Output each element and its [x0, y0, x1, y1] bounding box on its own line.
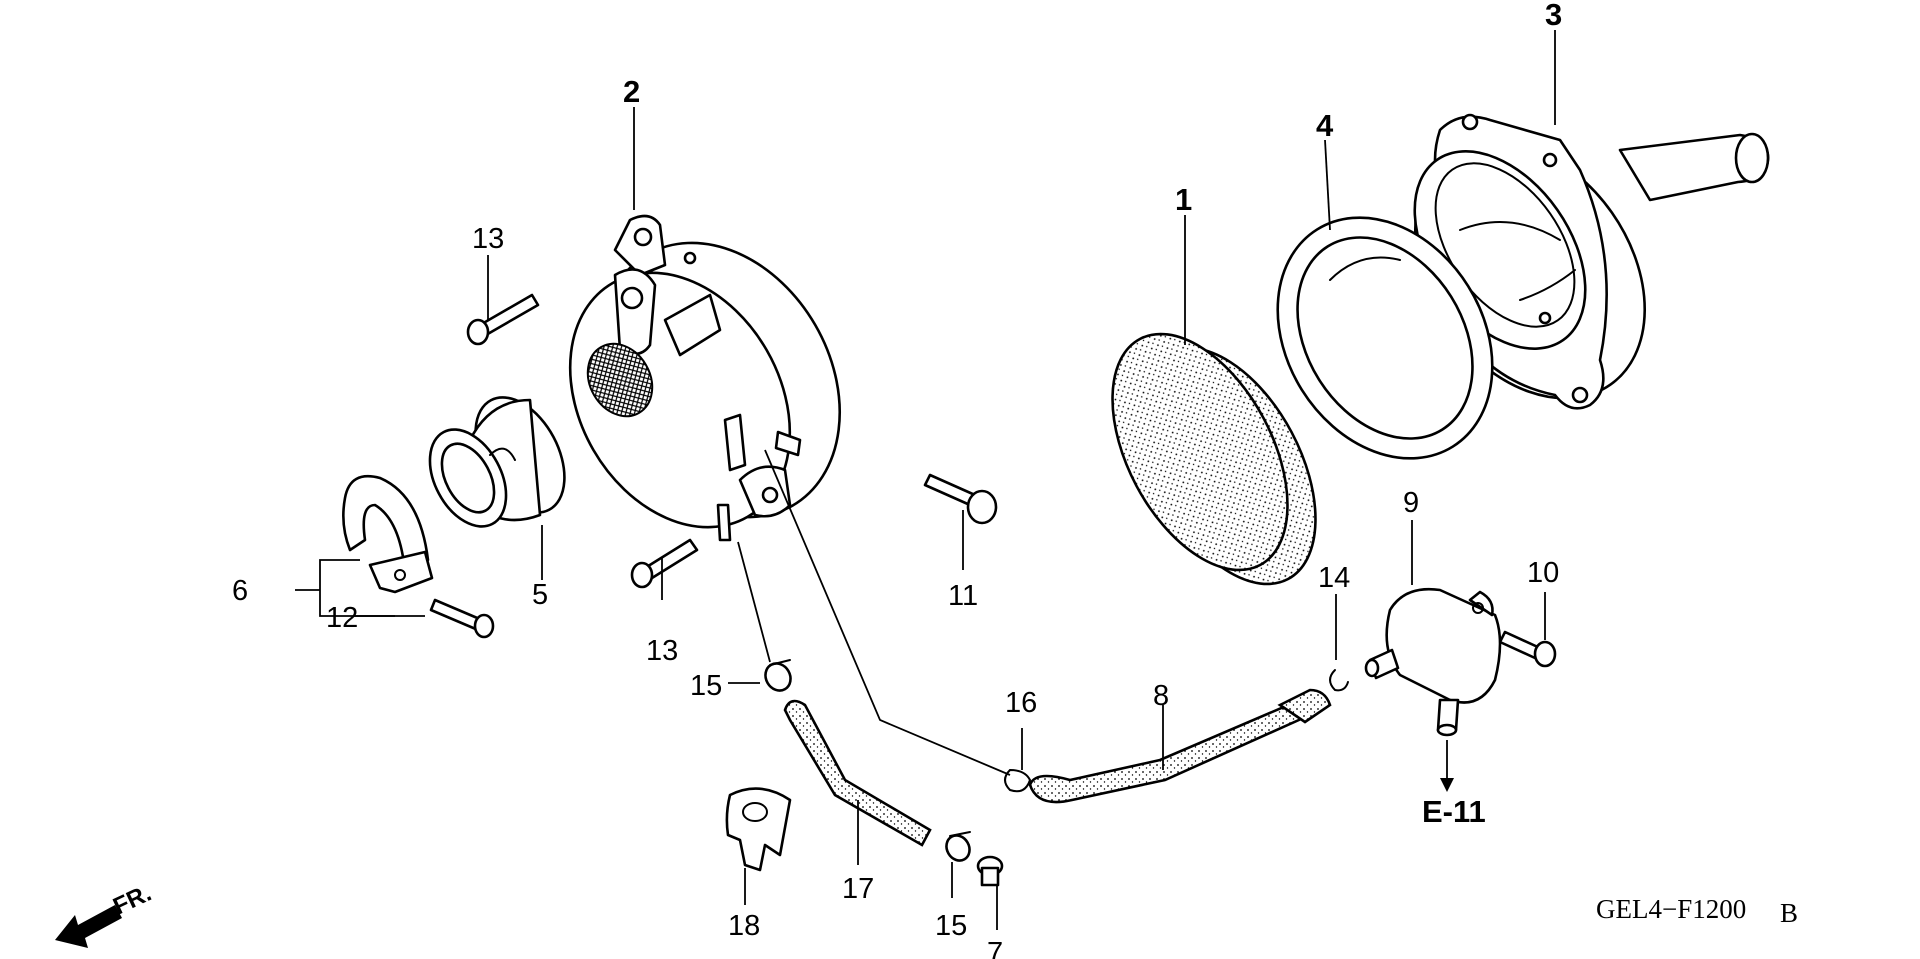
label-part-13-lower: 13: [646, 635, 678, 667]
clip-14: [1329, 669, 1349, 692]
diagram-code-text: GEL4−F1200: [1596, 894, 1746, 924]
label-part-7: 7: [987, 937, 1003, 959]
diagram-code-suffix: B: [1780, 898, 1798, 928]
clip-16: [1004, 768, 1032, 793]
tube-holder: [725, 787, 792, 872]
front-direction-arrow: FR.: [55, 880, 156, 948]
label-part-16: 16: [1005, 687, 1037, 719]
label-part-6: 6: [232, 575, 248, 607]
breather-tube: [1028, 688, 1332, 804]
bolt-13-upper: [466, 293, 540, 346]
bolt-10: [1498, 630, 1557, 668]
leader-lines: [295, 30, 1556, 930]
label-part-1: 1: [1175, 182, 1192, 217]
foam-filter-element: [1111, 332, 1317, 586]
gasket-ring: [1276, 216, 1494, 460]
label-part-5: 5: [532, 579, 548, 611]
band-clamp: [342, 474, 434, 594]
drain-tube: [783, 699, 932, 847]
diagram-code: GEL4−F1200 B: [1596, 894, 1798, 928]
label-part-9: 9: [1403, 487, 1419, 519]
hose-clamp-15-lower: [945, 831, 971, 862]
label-part-12: 12: [326, 602, 358, 634]
breather-separator: [1364, 587, 1502, 737]
label-part-15-upper: 15: [690, 670, 722, 702]
label-part-4: 4: [1316, 108, 1334, 143]
label-part-18: 18: [728, 910, 760, 942]
bolt-13-lower: [630, 538, 699, 589]
label-part-10: 10: [1527, 557, 1559, 589]
part-labels: 2 3 4 1 13 5 6 12 11 9 10 14 13 15 16 8 …: [232, 0, 1562, 959]
bolt-11: [923, 473, 998, 525]
label-part-8: 8: [1153, 680, 1169, 712]
label-part-17: 17: [842, 873, 874, 905]
label-part-11: 11: [948, 580, 978, 612]
hose-clamp-15-upper: [764, 659, 792, 692]
air-cleaner-cover: [568, 214, 842, 542]
intake-joint: [428, 396, 566, 528]
label-part-3: 3: [1545, 0, 1562, 32]
label-part-15-lower: 15: [935, 910, 967, 942]
label-part-14: 14: [1318, 562, 1350, 594]
plug: [976, 855, 1004, 887]
label-part-13-upper: 13: [472, 223, 504, 255]
bolt-12: [429, 598, 495, 639]
reference-label: E-11: [1422, 794, 1486, 829]
label-part-2: 2: [623, 74, 640, 109]
